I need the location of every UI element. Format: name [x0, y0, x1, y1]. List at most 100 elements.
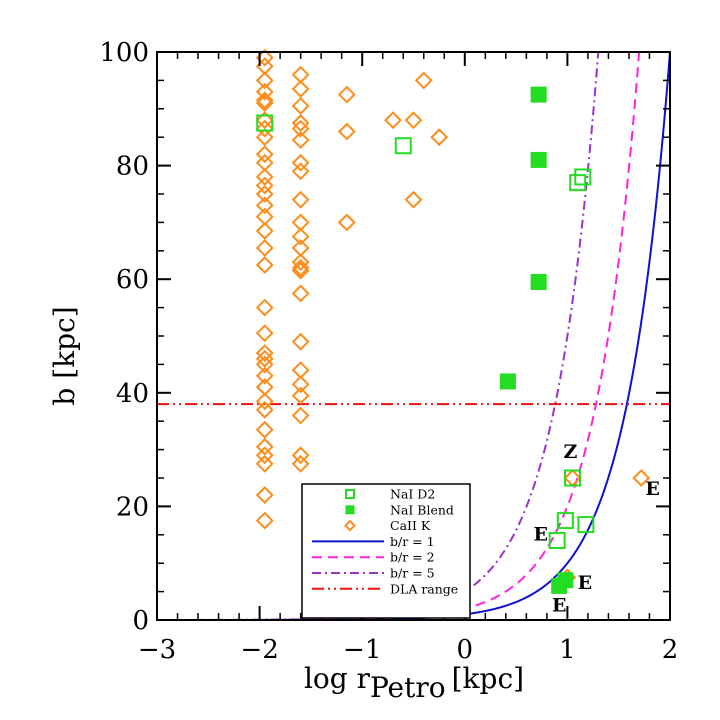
annotation-z: Z — [564, 441, 578, 463]
point-caii-k — [291, 119, 310, 138]
y-tick-label: 40 — [116, 379, 149, 409]
annotation-e: E — [533, 523, 547, 545]
x-tick-label: 1 — [559, 635, 576, 665]
point-caii-k — [291, 97, 310, 115]
point-caii-k — [414, 71, 433, 90]
point-caii-k — [291, 114, 310, 132]
y-tick-label: 80 — [116, 152, 149, 182]
point-caii-k — [291, 227, 310, 246]
legend-label: NaI D2 — [390, 487, 435, 502]
point-caii-k — [255, 324, 274, 343]
legend-label: DLA range — [390, 581, 458, 596]
point-nai-d2 — [394, 137, 412, 155]
point-caii-k — [404, 190, 423, 209]
point-caii-k — [255, 256, 274, 274]
point-nai-blend — [557, 572, 574, 589]
point-caii-k — [255, 91, 274, 110]
point-caii-k — [255, 239, 274, 257]
x-axis-label-unit: [kpc] — [452, 662, 524, 695]
point-caii-k — [255, 111, 274, 130]
point-nai-blend — [530, 274, 547, 291]
x-axis-label-sub: Petro — [370, 671, 446, 704]
point-caii-k — [255, 454, 274, 473]
y-tick-label: 0 — [132, 606, 149, 636]
annotation-e: E — [578, 572, 592, 594]
annotation-e: E — [645, 478, 659, 500]
point-caii-k — [291, 162, 310, 181]
legend-item: NaI Blend — [345, 502, 454, 517]
point-caii-k — [291, 375, 310, 394]
point-caii-k — [255, 185, 274, 203]
x-tick-label: −2 — [240, 635, 278, 665]
point-caii-k — [255, 392, 274, 411]
point-caii-k — [255, 344, 274, 362]
y-tick-label: 100 — [99, 38, 149, 68]
point-caii-k — [255, 486, 274, 504]
point-caii-k — [255, 119, 274, 138]
legend-swatch — [345, 505, 355, 515]
x-tick-label: 0 — [457, 635, 474, 665]
legend-box — [301, 483, 471, 619]
point-nai-d2 — [256, 114, 274, 132]
x-tick-label: 2 — [662, 635, 679, 665]
point-caii-k — [291, 80, 310, 98]
point-nai-blend — [530, 151, 547, 168]
y-tick-label: 20 — [116, 492, 149, 522]
point-caii-k — [255, 298, 274, 317]
y-axis-label: b [kpc] — [48, 306, 81, 405]
point-nai-d2 — [574, 168, 592, 186]
point-caii-k — [291, 213, 310, 232]
point-caii-k — [255, 511, 274, 530]
point-caii-k — [291, 361, 310, 379]
point-caii-k — [255, 437, 274, 456]
point-caii-k — [291, 446, 310, 465]
point-caii-k — [255, 420, 274, 439]
point-caii-k — [255, 366, 274, 385]
point-nai-blend — [530, 86, 547, 103]
point-caii-k — [291, 386, 310, 405]
legend-item: b/r = 5 — [312, 566, 435, 581]
point-caii-k — [430, 128, 449, 147]
legend-swatch — [345, 489, 355, 499]
point-caii-k — [255, 196, 274, 215]
point-caii-k — [563, 469, 582, 487]
y-tick-label: 60 — [116, 265, 149, 295]
point-caii-k — [255, 400, 274, 419]
point-caii-k — [255, 176, 274, 195]
point-nai-d2 — [556, 512, 574, 530]
point-nai-d2 — [569, 174, 587, 192]
point-caii-k — [291, 65, 310, 84]
point-nai-blend — [499, 373, 516, 390]
legend-label: b/r = 2 — [390, 550, 435, 565]
point-caii-k — [337, 122, 356, 141]
point-caii-k — [255, 128, 274, 147]
point-caii-k — [255, 349, 274, 368]
point-caii-k — [255, 222, 274, 240]
point-caii-k — [291, 131, 310, 149]
point-caii-k — [255, 145, 274, 164]
point-caii-k — [632, 469, 651, 487]
point-nai-d2 — [564, 469, 582, 487]
point-caii-k — [255, 82, 274, 101]
point-caii-k — [291, 406, 310, 425]
point-caii-k — [255, 71, 274, 90]
legend-label: b/r = 1 — [390, 534, 435, 549]
legend-item: b/r = 1 — [312, 534, 435, 549]
annotation-e: E — [552, 594, 566, 616]
point-caii-k — [337, 213, 356, 232]
point-nai-d2 — [577, 516, 595, 534]
x-axis-label-main: log r — [304, 662, 371, 695]
x-axis-label: log rPetro[kpc] — [304, 662, 524, 704]
point-caii-k — [291, 454, 310, 473]
point-caii-k — [255, 355, 274, 374]
legend-label: CaII K — [390, 518, 431, 533]
legend-label: b/r = 5 — [390, 566, 435, 581]
point-caii-k — [337, 85, 356, 104]
legend-item: b/r = 2 — [312, 550, 435, 565]
point-caii-k — [255, 168, 274, 186]
point-caii-k — [291, 253, 310, 272]
point-caii-k — [255, 94, 274, 113]
